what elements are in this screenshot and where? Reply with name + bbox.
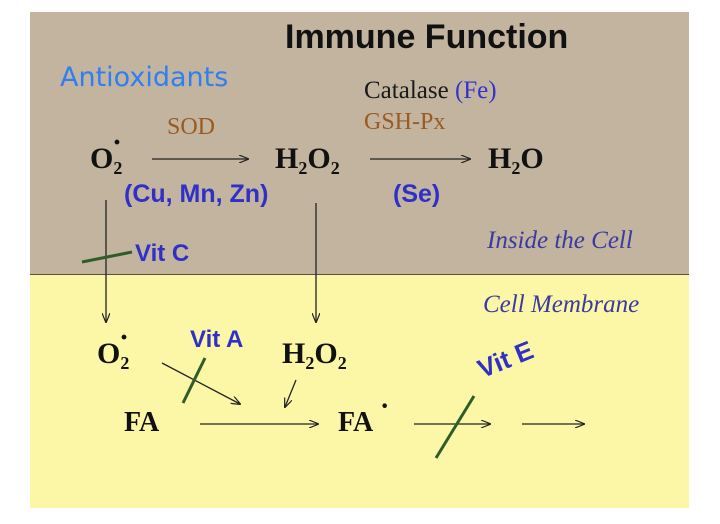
vit-a-block-line	[181, 357, 207, 404]
region-divider	[30, 274, 689, 275]
water-upper: H2O	[488, 142, 544, 178]
fa-radical-label: FA·	[338, 391, 390, 438]
superoxide-upper-dot: ·	[112, 126, 123, 159]
inside-cell-region	[30, 12, 689, 275]
cell-membrane-label: Cell Membrane	[483, 291, 640, 318]
sod-label: SOD	[167, 114, 216, 140]
fa-label: FA	[124, 407, 160, 438]
diagram-title: Immune Function	[285, 18, 569, 56]
vit-c-block-line	[81, 250, 133, 264]
inside-cell-label: Inside the Cell	[487, 227, 633, 254]
arrow-peroxide-attack	[285, 379, 297, 407]
gshpx-cofactor-label: (Se)	[393, 180, 441, 208]
superoxide-lower: O2·	[97, 321, 130, 373]
fa-radical-dot: ·	[380, 391, 390, 422]
gshpx-label: GSH-Px	[364, 109, 446, 135]
vit-c-label: Vit C	[135, 240, 190, 267]
arrow-superoxide-attack	[161, 362, 240, 404]
peroxide-lower: H2O2	[282, 337, 347, 373]
superoxide-lower-dot: ·	[119, 321, 130, 354]
vit-a-label: Vit A	[190, 326, 244, 353]
vit-e-block-line	[434, 395, 476, 459]
peroxide-upper: H2O2	[275, 142, 340, 178]
antioxidants-label: Antioxidants	[60, 62, 229, 93]
catalase-label: Catalase (Fe)	[364, 77, 497, 104]
sod-cofactors-label: (Cu, Mn, Zn)	[124, 180, 269, 208]
cell-membrane-region	[30, 275, 689, 508]
superoxide-upper: O2·	[90, 126, 123, 178]
